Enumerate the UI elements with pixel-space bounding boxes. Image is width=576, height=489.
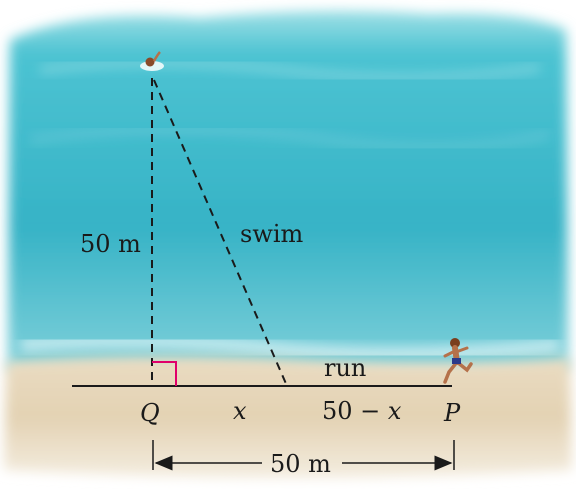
sea-area [8, 10, 568, 371]
right-angle-marker [152, 361, 177, 386]
segment-remaining-label: 50 − x [322, 397, 402, 425]
swim-label: swim [240, 220, 304, 248]
swimmer-icon [140, 51, 164, 71]
vertical-distance-label: 50 m [80, 230, 141, 258]
run-label: run [324, 354, 366, 382]
point-p-label: P [443, 399, 461, 427]
runner-icon [443, 338, 473, 384]
point-q-label: Q [140, 399, 160, 427]
total-distance-label: 50 m [270, 450, 331, 478]
segment-x-label: x [233, 397, 247, 425]
